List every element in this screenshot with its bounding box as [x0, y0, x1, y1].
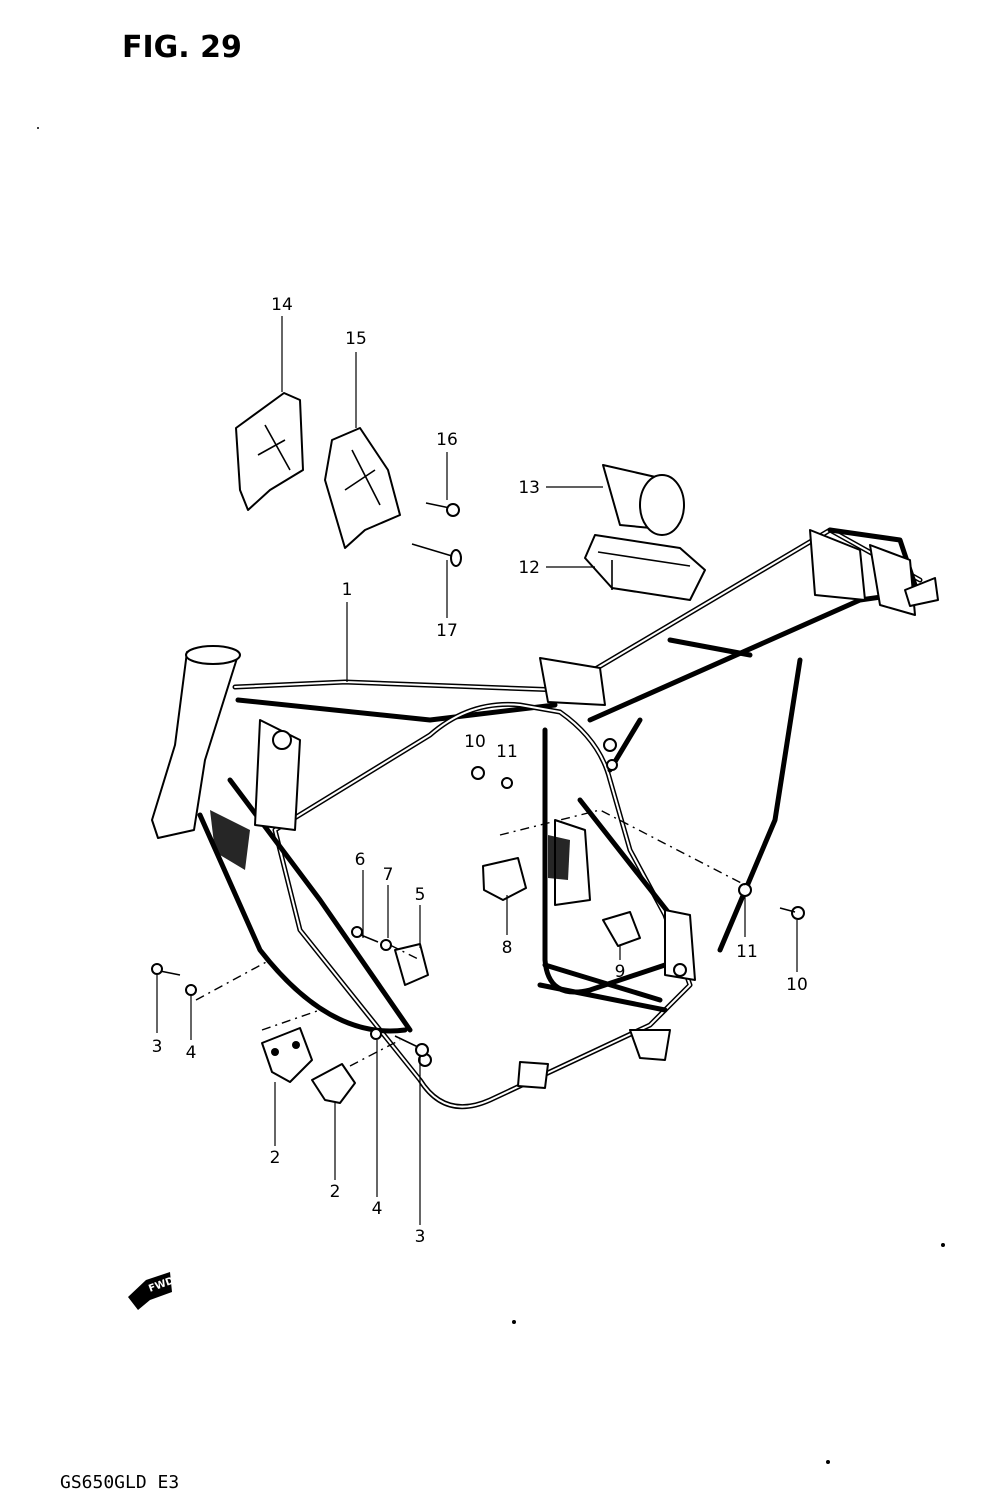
- fwd-arrow-icon: FWD: [128, 1272, 176, 1310]
- callout-leaders: [156, 316, 798, 1225]
- figure-title: FIG. 29: [122, 30, 242, 65]
- bolt-10a: [471, 766, 485, 780]
- callout-10a: 10: [464, 732, 486, 752]
- callout-2b: 2: [330, 1182, 341, 1202]
- callout-2a: 2: [270, 1148, 281, 1168]
- bolt-16: [446, 503, 460, 517]
- callout-5: 5: [415, 885, 426, 905]
- callout-4b: 4: [372, 1199, 383, 1219]
- main-frame: [151, 527, 939, 1110]
- engine-plate-2a: [261, 1027, 313, 1083]
- engine-plate-8: [482, 857, 527, 901]
- callout-14: 14: [271, 295, 293, 315]
- steering-head: [151, 651, 239, 839]
- callout-7: 7: [383, 865, 394, 885]
- callout-8: 8: [502, 938, 513, 958]
- callout-12: 12: [518, 558, 540, 578]
- callout-3a: 3: [152, 1037, 163, 1057]
- engine-plate-2b: [311, 1063, 356, 1104]
- callout-10b: 10: [786, 975, 808, 995]
- callout-15: 15: [345, 329, 367, 349]
- side-cover-left: [235, 392, 304, 511]
- battery-holder: [584, 534, 706, 601]
- engine-plate-5: [394, 943, 429, 986]
- bolt-10b: [791, 906, 805, 920]
- callout-16: 16: [436, 430, 458, 450]
- callout-9: 9: [615, 962, 626, 982]
- side-cover-right: [324, 427, 401, 549]
- bolt-17: [450, 549, 462, 567]
- bolt-3a: [151, 963, 163, 975]
- nut-4a: [185, 984, 197, 996]
- callout-1: 1: [342, 580, 353, 600]
- nut-7: [380, 939, 392, 951]
- callout-labels: 14 15 16 13 12 1 17 10 11 6 7 5 8 9 11 1…: [152, 295, 808, 1247]
- callout-17: 17: [436, 621, 458, 641]
- bolt-3b: [415, 1043, 429, 1057]
- callout-13: 13: [518, 478, 540, 498]
- callout-3b: 3: [415, 1227, 426, 1247]
- nut-4b: [370, 1028, 382, 1040]
- nut-11b: [738, 883, 752, 897]
- nut-11a: [501, 777, 513, 789]
- engine-plate-9: [602, 911, 641, 947]
- callout-11b: 11: [736, 942, 758, 962]
- callout-11a: 11: [496, 742, 518, 762]
- callout-6: 6: [355, 850, 366, 870]
- steering-head-top: [185, 645, 241, 665]
- model-code: GS650GLD E3: [60, 1472, 179, 1493]
- bolt-6: [351, 926, 363, 938]
- callout-4a: 4: [186, 1043, 197, 1063]
